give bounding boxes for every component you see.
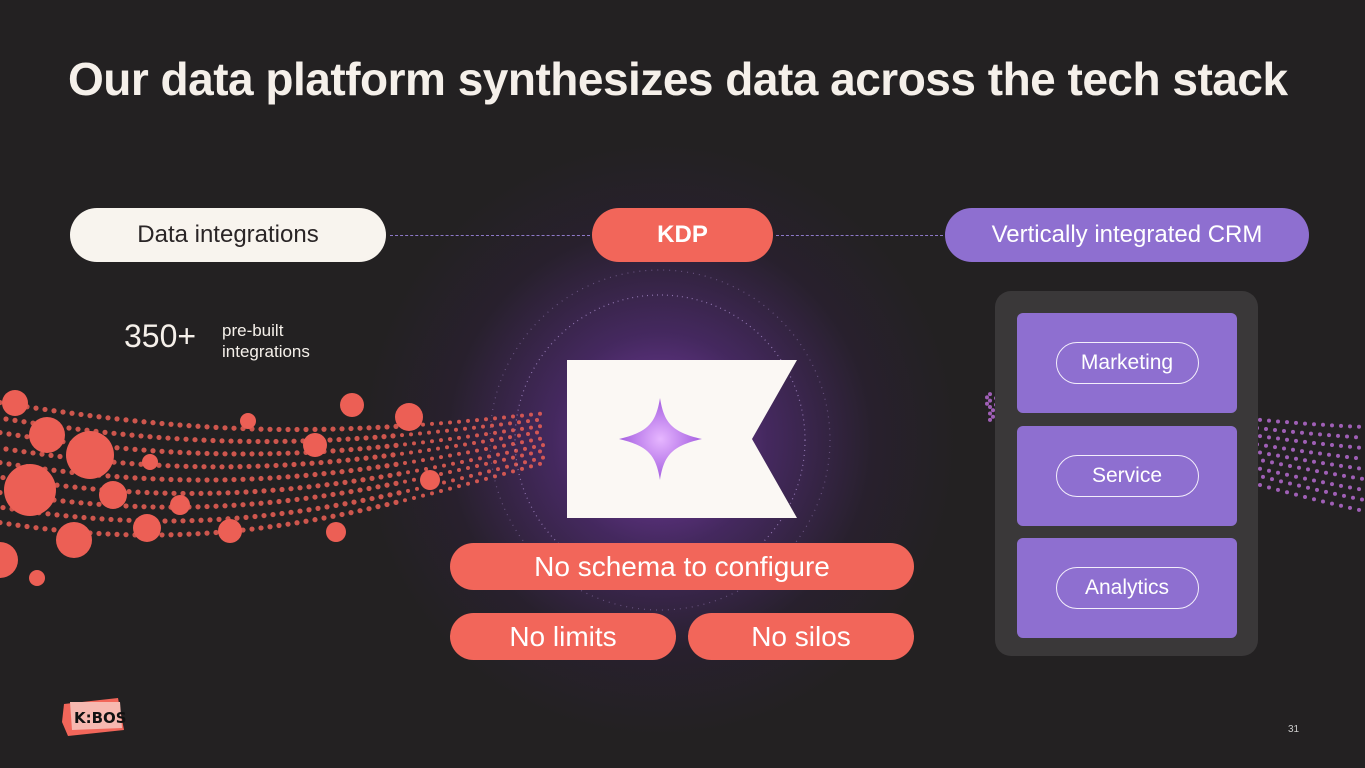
- integration-logo-icon: [0, 542, 18, 578]
- integration-logo-icon: [133, 514, 161, 542]
- connector-line: [390, 235, 590, 236]
- label-line: pre-built: [222, 321, 284, 340]
- dotted-rings: [489, 269, 831, 611]
- integration-count: 350+: [124, 318, 197, 354]
- integration-logo-icon: [218, 519, 242, 543]
- svg-text:K:BOS: K:BOS: [74, 709, 127, 727]
- integration-logo-icon: [170, 495, 190, 515]
- benefit-no-limits: No limits: [450, 613, 676, 660]
- integration-logo-icon: [99, 481, 127, 509]
- connector-line: [776, 235, 943, 236]
- crm-module-service: Service: [1017, 426, 1237, 526]
- integration-logo-icon: [303, 433, 327, 457]
- integration-count-label: pre-built integrations: [222, 320, 310, 362]
- integration-logo-icon: [240, 413, 256, 429]
- benefit-no-schema: No schema to configure: [450, 543, 914, 590]
- module-label: Service: [1055, 455, 1199, 497]
- label-line: integrations: [222, 342, 310, 361]
- integration-logo-icon: [340, 393, 364, 417]
- data-integrations-pill: Data integrations: [70, 208, 386, 262]
- integration-logo-icon: [142, 454, 158, 470]
- slide-title: Our data platform synthesizes data acros…: [68, 53, 1288, 105]
- integration-logo-icon: [420, 470, 440, 490]
- benefit-no-silos: No silos: [688, 613, 914, 660]
- crm-module-marketing: Marketing: [1017, 313, 1237, 413]
- integration-logo-icon: [29, 417, 65, 453]
- kdp-pill: KDP: [592, 208, 773, 262]
- integration-logo-icon: [56, 522, 92, 558]
- page-number: 31: [1288, 724, 1300, 735]
- integration-logo-icon: [4, 464, 56, 516]
- integration-logo-icon: [326, 522, 346, 542]
- kbos-logo: K:BOS: [62, 698, 127, 736]
- integration-logo-icon: [2, 390, 28, 416]
- crm-pill: Vertically integrated CRM: [945, 208, 1309, 262]
- kdp-logo-icon: [567, 360, 797, 518]
- module-label: Analytics: [1055, 567, 1199, 609]
- crm-module-analytics: Analytics: [1017, 538, 1237, 638]
- integration-logo-icon: [66, 431, 114, 479]
- integration-logo-icon: [29, 570, 45, 586]
- module-label: Marketing: [1055, 342, 1199, 384]
- integration-logo-icon: [395, 403, 423, 431]
